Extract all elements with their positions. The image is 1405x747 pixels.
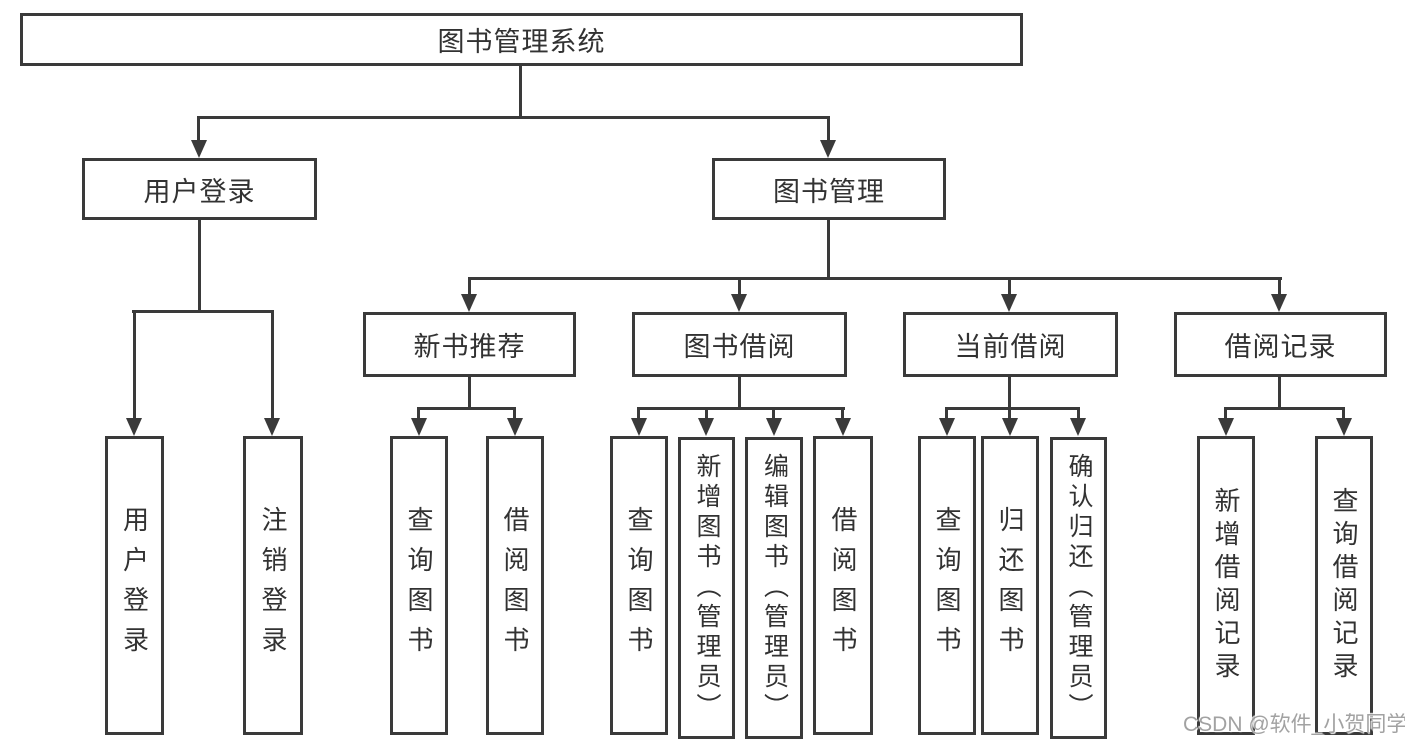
arrow-down-icon: [411, 418, 427, 436]
leaf-edit-book-admin: 编辑图书（管理员）: [745, 437, 803, 739]
arrow-down-icon: [631, 418, 647, 436]
connector-g2-stem: [705, 407, 708, 421]
connector-user-child1-stem: [133, 310, 136, 420]
arrow-down-icon: [939, 418, 955, 436]
leaf-label: 借阅图书: [828, 505, 858, 666]
connector-g4-stem: [1342, 407, 1345, 421]
leaf-label: 查询图书: [624, 505, 654, 666]
leaf-borrow-books: 借阅图书: [813, 436, 873, 735]
arrow-down-icon: [820, 140, 836, 158]
arrow-down-icon: [126, 418, 142, 436]
connector-g2-stem: [637, 407, 640, 421]
leaf-label: 查询图书: [932, 505, 962, 666]
leaf-label: 新增图书（管理员）: [693, 453, 721, 723]
connector-l3-stem: [1278, 277, 1281, 297]
node-label: 新书推荐: [413, 332, 526, 362]
leaf-label: 借阅图书: [500, 505, 530, 666]
node-user-login-label: 用户登录: [143, 176, 256, 207]
arrow-down-icon: [835, 418, 851, 436]
connector-g1-stem: [513, 407, 516, 421]
node-user-login: 用户登录: [82, 158, 317, 220]
connector-book-down: [827, 220, 830, 280]
leaf-label: 确认归还（管理员）: [1065, 453, 1093, 723]
leaf-borrow-books: 借阅图书: [486, 436, 544, 735]
connector-g4-stem: [1224, 407, 1227, 421]
connector-g1-branch: [417, 407, 516, 410]
leaf-add-book-admin: 新增图书（管理员）: [678, 437, 735, 739]
connector-g3-down: [1008, 377, 1011, 410]
connector-g2-stem: [841, 407, 844, 421]
node-root-library-management-system: 图书管理系统: [20, 13, 1023, 66]
leaf-query-books: 查询图书: [610, 436, 668, 735]
arrow-down-icon: [698, 418, 714, 436]
leaf-add-borrow-record: 新增借阅记录: [1197, 436, 1255, 735]
arrow-down-icon: [731, 294, 747, 312]
connector-book-stem: [827, 116, 830, 142]
connector-g2-down: [738, 377, 741, 410]
leaf-query-borrow-record: 查询借阅记录: [1315, 436, 1373, 735]
leaf-query-books: 查询图书: [918, 436, 976, 735]
node-book-management: 图书管理: [712, 158, 946, 220]
node-current-borrowing: 当前借阅: [903, 312, 1118, 377]
node-book-borrowing: 图书借阅: [632, 312, 847, 377]
arrow-down-icon: [507, 418, 523, 436]
leaf-query-books: 查询图书: [390, 436, 448, 735]
connector-l3-stem: [468, 277, 471, 297]
arrow-down-icon: [1002, 418, 1018, 436]
arrow-down-icon: [1336, 418, 1352, 436]
leaf-confirm-return-admin: 确认归还（管理员）: [1050, 437, 1107, 739]
node-borrowing-records: 借阅记录: [1174, 312, 1387, 377]
arrow-down-icon: [1070, 418, 1086, 436]
connector-g4-down: [1278, 377, 1281, 410]
node-label: 借阅记录: [1224, 332, 1337, 362]
connector-g4-branch: [1224, 407, 1345, 410]
arrow-down-icon: [1218, 418, 1234, 436]
leaf-logout: 注销登录: [243, 436, 303, 735]
node-new-book-recommendation: 新书推荐: [363, 312, 576, 377]
csdn-watermark: CSDN @软件_小贺同学: [1183, 713, 1405, 736]
arrow-down-icon: [1271, 294, 1287, 312]
leaf-label: 查询借阅记录: [1329, 486, 1359, 685]
node-book-management-label: 图书管理: [773, 176, 885, 207]
arrow-down-icon: [461, 294, 477, 312]
connector-user-branch: [132, 310, 274, 313]
leaf-user-login: 用户登录: [105, 436, 164, 735]
leaf-label: 查询图书: [404, 505, 434, 666]
connector-g1-stem: [417, 407, 420, 421]
leaf-label: 编辑图书（管理员）: [760, 453, 789, 723]
node-label: 图书借阅: [683, 332, 796, 362]
leaf-user-login-label: 用户登录: [119, 505, 150, 666]
arrow-down-icon: [264, 418, 280, 436]
arrow-down-icon: [766, 418, 782, 436]
connector-g1-down: [468, 377, 471, 410]
leaf-label: 归还图书: [995, 505, 1025, 666]
connector-l3-stem: [738, 277, 741, 297]
arrow-down-icon: [1001, 294, 1017, 312]
connector-book-branch: [468, 277, 1282, 280]
connector-user-stem: [197, 116, 200, 142]
connector-l3-stem: [1008, 277, 1011, 297]
connector-g2-branch: [637, 407, 845, 410]
leaf-logout-label: 注销登录: [258, 505, 288, 666]
arrow-down-icon: [191, 140, 207, 158]
node-root-label: 图书管理系统: [437, 27, 606, 57]
connector-g3-stem: [945, 407, 948, 421]
connector-user-child2-stem: [271, 310, 274, 420]
leaf-return-books: 归还图书: [981, 436, 1039, 735]
connector-g3-stem: [1008, 407, 1011, 421]
connector-root-stem: [519, 66, 522, 116]
connector-root-branch: [197, 116, 830, 119]
leaf-label: 新增借阅记录: [1211, 486, 1241, 685]
connector-user-down: [198, 220, 201, 313]
connector-g3-stem: [1077, 407, 1080, 421]
connector-g3-branch: [945, 407, 1080, 410]
connector-g2-stem: [772, 407, 775, 421]
node-label: 当前借阅: [954, 332, 1067, 362]
